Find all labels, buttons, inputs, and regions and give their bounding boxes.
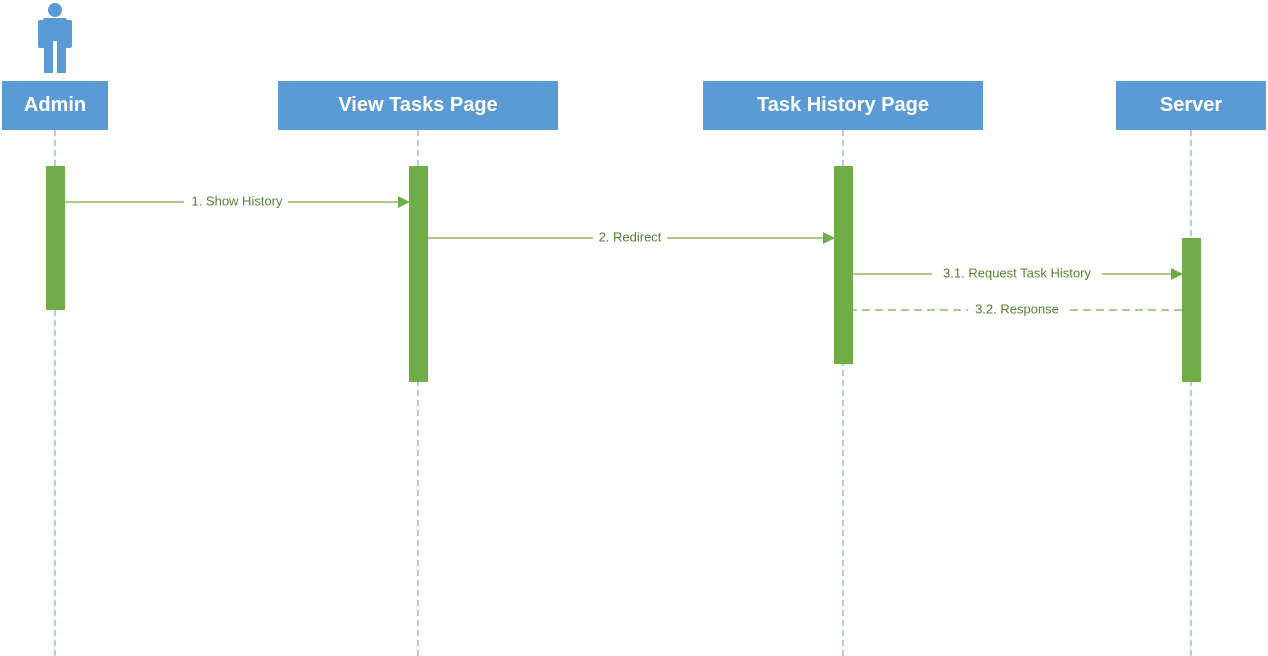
activation-bar-admin <box>46 166 65 310</box>
message-label-bg <box>184 194 288 210</box>
message-label: 3.1. Request Task History <box>943 265 1091 280</box>
participant-header-box <box>1116 81 1266 130</box>
message-show-history: 1. Show History <box>65 193 410 210</box>
participant-header-box <box>703 81 983 130</box>
participant-admin: Admin <box>2 81 108 130</box>
message-label: 2. Redirect <box>599 229 662 244</box>
message-label: 1. Show History <box>191 193 283 208</box>
message-label-bg <box>593 230 667 246</box>
person-icon <box>38 3 72 73</box>
activation-bar-server <box>1182 238 1201 382</box>
message-response: 3.2. Response <box>853 301 1182 318</box>
participant-label: Server <box>1160 94 1222 116</box>
message-redirect: 2. Redirect <box>428 229 835 246</box>
activation-bar-view-tasks-page <box>409 166 428 382</box>
participant-header-box <box>278 81 558 130</box>
participant-label: Task History Page <box>757 94 929 116</box>
participant-view-tasks-page: View Tasks Page <box>278 81 558 130</box>
participant-task-history-page: Task History Page <box>703 81 983 130</box>
participant-label: Admin <box>24 94 86 116</box>
participant-label: View Tasks Page <box>338 94 497 116</box>
message-request-task-history: 3.1. Request Task History <box>853 265 1183 282</box>
participant-header-box <box>2 81 108 130</box>
message-label-bg <box>932 266 1102 282</box>
activation-bar-task-history-page <box>834 166 853 364</box>
message-label: 3.2. Response <box>975 301 1059 316</box>
participant-server: Server <box>1116 81 1266 130</box>
message-label-bg <box>968 302 1066 318</box>
